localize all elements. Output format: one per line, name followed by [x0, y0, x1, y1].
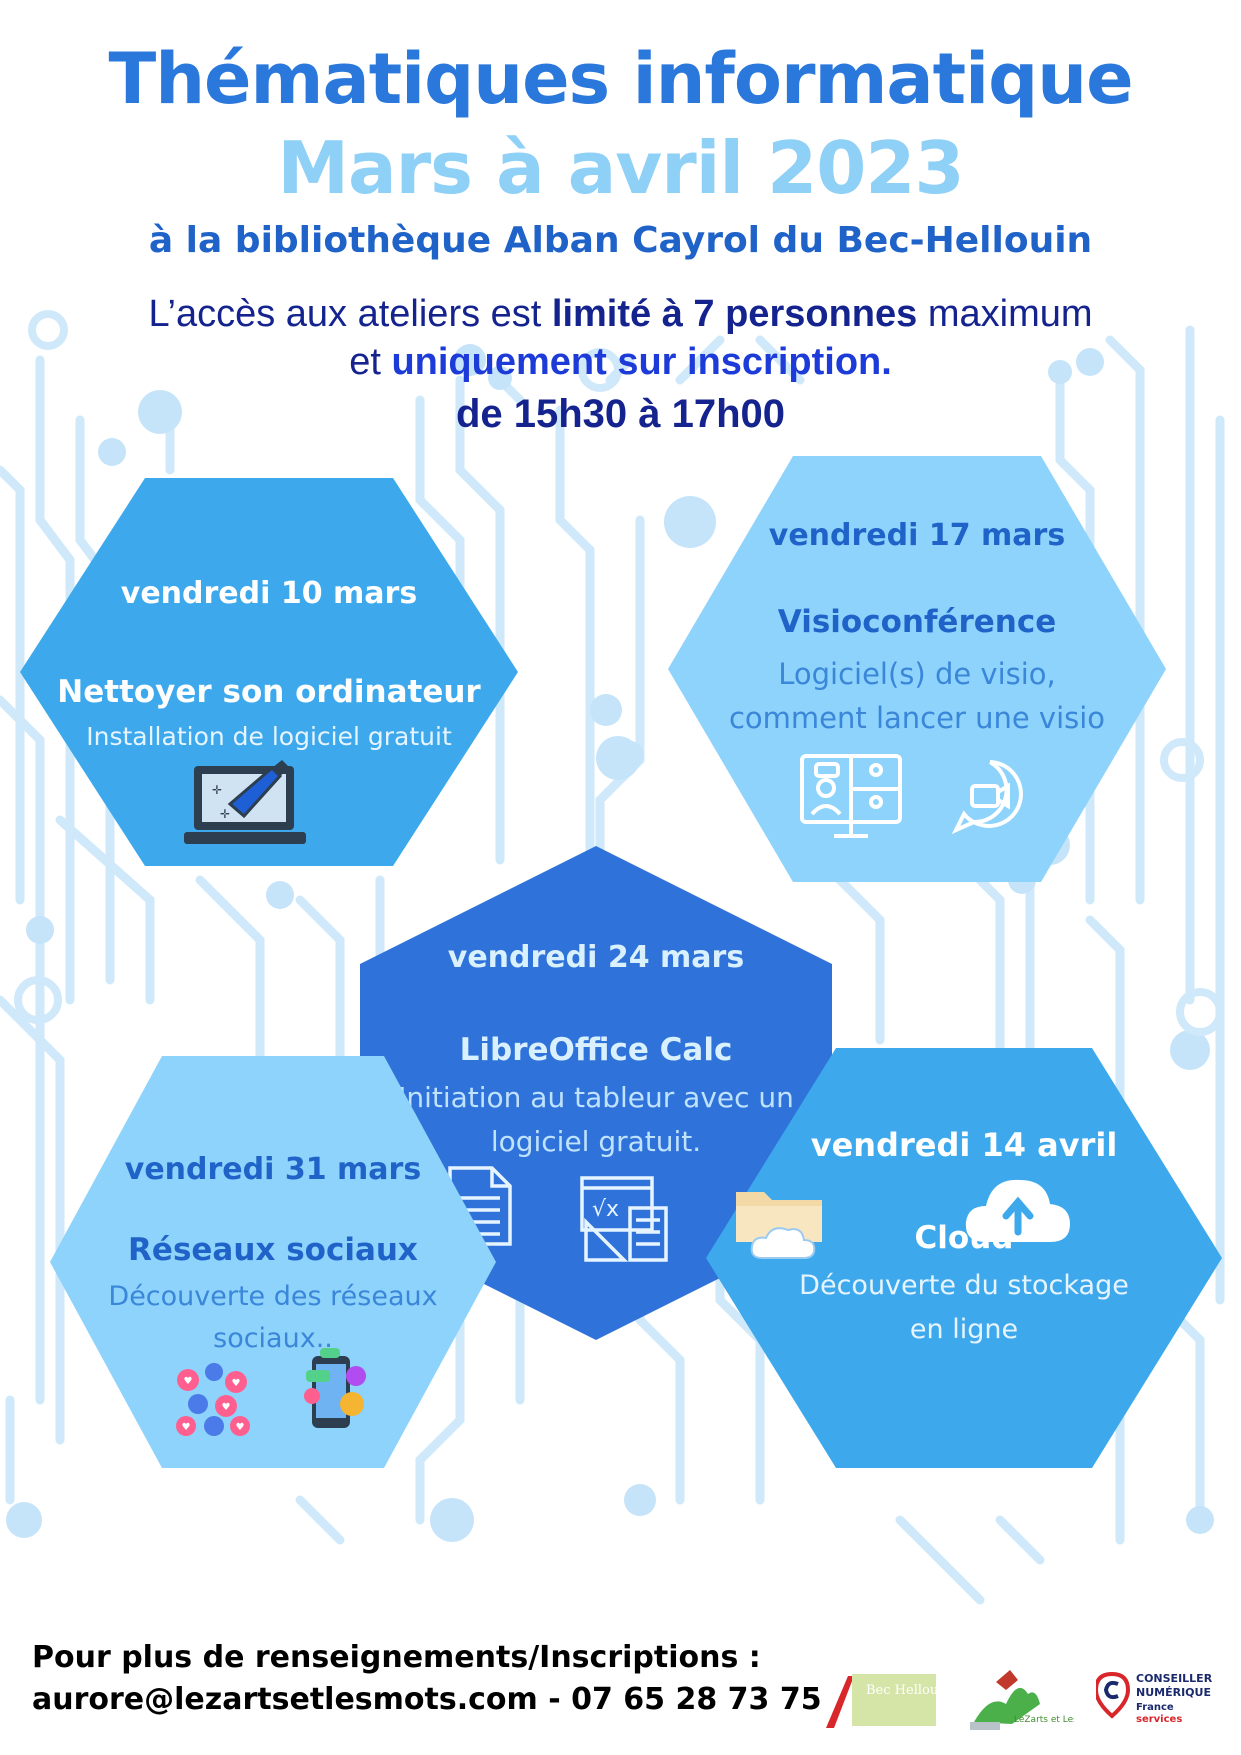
- session-description: Découverte des réseaux: [108, 1281, 438, 1312]
- svg-text:France: France: [1136, 1702, 1174, 1713]
- session-topic: Visioconférence: [777, 604, 1057, 640]
- location-subtitle: à la bibliothèque Alban Cayrol du Bec-He…: [148, 220, 1093, 261]
- video-chat-bubble-icon: [951, 760, 1023, 835]
- session-date: vendredi 24 mars: [447, 940, 745, 975]
- session-date: vendredi 31 mars: [124, 1152, 422, 1187]
- session-description: Installation de logiciel gratuit: [86, 722, 452, 751]
- svg-text:♥: ♥: [184, 1376, 193, 1387]
- session-card-24-mars: vendredi 24 mars LibreOffice Calc Initia…: [360, 846, 832, 1340]
- session-topic: LibreOffice Calc: [459, 1032, 733, 1068]
- lezarts-text: LeZarts et Les Mots: [1014, 1715, 1074, 1725]
- footer-info-label: Pour plus de renseignements/Inscriptions…: [32, 1640, 761, 1675]
- smartphone-social-icon: [304, 1348, 366, 1428]
- svg-text:♥: ♥: [222, 1402, 231, 1413]
- session-description: Découverte du stockage: [799, 1270, 1129, 1301]
- bec-hellouin-logo: Bec Hellouin: [826, 1674, 940, 1728]
- access-limit: limité à 7 personnes: [551, 293, 918, 335]
- session-card-14-avril: vendredi 14 avril Cloud Découverte du st…: [706, 1048, 1222, 1468]
- svg-text:♥: ♥: [236, 1422, 245, 1433]
- video-conference-icon: [800, 754, 902, 838]
- svg-text:NUMÉRIQUE: NUMÉRIQUE: [1136, 1686, 1211, 1699]
- svg-text:✛: ✛: [212, 783, 222, 797]
- svg-text:♥: ♥: [182, 1422, 191, 1433]
- laptop-cleaning-icon: ✛ ✛: [184, 760, 306, 844]
- session-topic: Nettoyer son ordinateur: [57, 674, 481, 710]
- session-hours: de 15h30 à 17h00: [455, 392, 786, 436]
- session-description: logiciel gratuit.: [490, 1125, 702, 1158]
- svg-text:♥: ♥: [232, 1378, 241, 1389]
- session-date: vendredi 14 avril: [810, 1126, 1118, 1164]
- conseiller-numerique-logo: CONSEILLER NUMÉRIQUE France services: [1096, 1671, 1213, 1725]
- folder-cloud-icon: [736, 1192, 822, 1259]
- bec-hellouin-text: Bec Hellouin: [866, 1683, 940, 1698]
- svg-text:CONSEILLER: CONSEILLER: [1136, 1672, 1213, 1685]
- hearts-likes-icon: ♥ ♥ ♥ ♥ ♥: [176, 1363, 250, 1436]
- session-description: sociaux..: [213, 1323, 333, 1354]
- svg-text:✛: ✛: [220, 807, 230, 821]
- registration-required: uniquement sur inscription.: [391, 341, 892, 383]
- footer-contact[interactable]: aurore@lezartsetlesmots.com - 07 65 28 7…: [32, 1682, 822, 1717]
- session-description: en ligne: [909, 1314, 1019, 1345]
- spreadsheet-icon: √x: [580, 1176, 668, 1262]
- session-description: Initiation au tableur avec un: [398, 1081, 794, 1114]
- session-card-10-mars: vendredi 10 mars Nettoyer son ordinateur…: [20, 478, 518, 866]
- session-date: vendredi 17 mars: [768, 518, 1066, 553]
- session-description: comment lancer une visio: [728, 701, 1106, 735]
- session-topic: Réseaux sociaux: [128, 1232, 418, 1268]
- session-description: Logiciel(s) de visio,: [778, 657, 1056, 691]
- access-info: L’accès aux ateliers est limité à 7 pers…: [148, 293, 1093, 383]
- page-subtitle-period: Mars à avril 2023: [277, 126, 964, 210]
- cloud-upload-icon: [965, 1179, 1070, 1242]
- svg-text:services: services: [1136, 1714, 1182, 1725]
- lezarts-logo: LeZarts et Les Mots: [970, 1670, 1074, 1730]
- svg-text:√x: √x: [592, 1197, 619, 1222]
- session-date: vendredi 10 mars: [120, 576, 418, 611]
- session-card-31-mars: vendredi 31 mars Réseaux sociaux Découve…: [50, 1056, 496, 1468]
- page-title: Thématiques informatique: [108, 38, 1133, 120]
- session-card-17-mars: vendredi 17 mars Visioconférence Logicie…: [668, 456, 1166, 882]
